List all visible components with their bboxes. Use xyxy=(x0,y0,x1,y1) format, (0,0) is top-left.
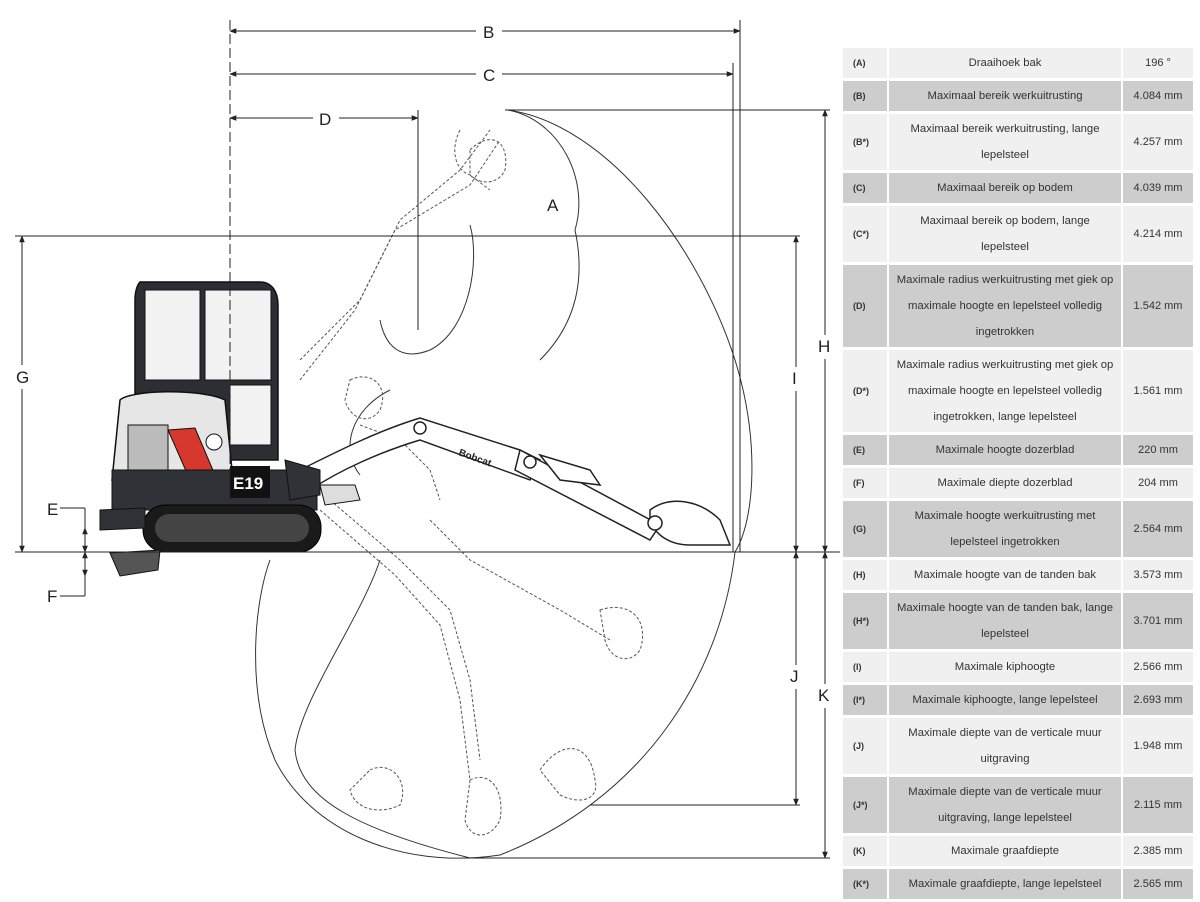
spec-value: 4.257 mm xyxy=(1121,114,1193,170)
spec-code: (B*) xyxy=(843,114,887,170)
working-range-envelope xyxy=(255,109,753,859)
spec-value: 4.214 mm xyxy=(1121,206,1193,262)
spec-label: Maximale graafdiepte xyxy=(887,836,1121,866)
spec-label: Maximale kiphoogte, lange lepelsteel xyxy=(887,685,1121,715)
spec-code: (D) xyxy=(843,265,887,347)
label-I: I xyxy=(792,369,797,388)
spec-row: (C*)Maximaal bereik op bodem, lange lepe… xyxy=(843,206,1193,262)
spec-code: (I) xyxy=(843,652,887,682)
label-K: K xyxy=(818,686,830,705)
excavator-dimension-diagram: Bobcat E19 xyxy=(12,20,840,859)
spec-row: (D*)Maximale radius werkuitrusting met g… xyxy=(843,350,1193,432)
spec-value: 4.084 mm xyxy=(1121,81,1193,111)
spec-value: 196 ° xyxy=(1121,48,1193,78)
spec-code: (A) xyxy=(843,48,887,78)
spec-label: Maximale hoogte van de tanden bak xyxy=(887,560,1121,590)
spec-label: Maximaal bereik werkuitrusting, lange le… xyxy=(887,114,1121,170)
spec-value: 2.564 mm xyxy=(1121,501,1193,557)
spec-value: 2.566 mm xyxy=(1121,652,1193,682)
spec-code: (C) xyxy=(843,173,887,203)
label-B: B xyxy=(483,23,494,42)
excavator-body: E19 xyxy=(99,281,361,577)
spec-label: Maximaal bereik op bodem, lange lepelste… xyxy=(887,206,1121,262)
spec-value: 4.039 mm xyxy=(1121,173,1193,203)
spec-code: (B) xyxy=(843,81,887,111)
spec-row: (J*)Maximale diepte van de verticale muu… xyxy=(843,777,1193,833)
spec-label: Maximaal bereik op bodem xyxy=(887,173,1121,203)
label-G: G xyxy=(16,368,29,387)
spec-value: 2.693 mm xyxy=(1121,685,1193,715)
spec-label: Maximale hoogte van de tanden bak, lange… xyxy=(887,593,1121,649)
spec-label: Maximale radius werkuitrusting met giek … xyxy=(887,350,1121,432)
spec-value: 1.542 mm xyxy=(1121,265,1193,347)
spec-label: Maximale diepte dozerblad xyxy=(887,468,1121,498)
label-H: H xyxy=(818,337,830,356)
spec-code: (K*) xyxy=(843,869,887,899)
label-E: E xyxy=(47,500,58,519)
spec-code: (F) xyxy=(843,468,887,498)
spec-row: (H*)Maximale hoogte van de tanden bak, l… xyxy=(843,593,1193,649)
dimension-labels: B C D A G H I J K E F xyxy=(12,20,836,708)
spec-label: Maximaal bereik werkuitrusting xyxy=(887,81,1121,111)
model-badge-text: E19 xyxy=(233,474,263,493)
spec-value: 2.565 mm xyxy=(1121,869,1193,899)
spec-value: 3.573 mm xyxy=(1121,560,1193,590)
label-F: F xyxy=(47,587,57,606)
spec-row: (D)Maximale radius werkuitrusting met gi… xyxy=(843,265,1193,347)
spec-label: Draaihoek bak xyxy=(887,48,1121,78)
label-J: J xyxy=(790,667,799,686)
spec-code: (I*) xyxy=(843,685,887,715)
spec-code: (D*) xyxy=(843,350,887,432)
spec-row: (B*)Maximaal bereik werkuitrusting, lang… xyxy=(843,114,1193,170)
spec-value: 3.701 mm xyxy=(1121,593,1193,649)
label-C: C xyxy=(483,66,495,85)
spec-code: (E) xyxy=(843,435,887,465)
spec-label: Maximale diepte van de verticale muur ui… xyxy=(887,777,1121,833)
spec-value: 220 mm xyxy=(1121,435,1193,465)
spec-value: 2.115 mm xyxy=(1121,777,1193,833)
spec-code: (J*) xyxy=(843,777,887,833)
spec-row: (I*)Maximale kiphoogte, lange lepelsteel… xyxy=(843,685,1193,715)
spec-code: (K) xyxy=(843,836,887,866)
spec-row: (G)Maximale hoogte werkuitrusting met le… xyxy=(843,501,1193,557)
label-D: D xyxy=(319,110,331,129)
spec-row: (J)Maximale diepte van de verticale muur… xyxy=(843,718,1193,774)
spec-label: Maximale hoogte werkuitrusting met lepel… xyxy=(887,501,1121,557)
spec-value: 2.385 mm xyxy=(1121,836,1193,866)
spec-label: Maximale graafdiepte, lange lepelsteel xyxy=(887,869,1121,899)
spec-label: Maximale hoogte dozerblad xyxy=(887,435,1121,465)
spec-label: Maximale kiphoogte xyxy=(887,652,1121,682)
spec-value: 1.948 mm xyxy=(1121,718,1193,774)
ghost-boom-positions xyxy=(299,129,644,836)
spec-value: 1.561 mm xyxy=(1121,350,1193,432)
spec-value: 204 mm xyxy=(1121,468,1193,498)
spec-row: (K*)Maximale graafdiepte, lange lepelste… xyxy=(843,869,1193,899)
spec-label: Maximale diepte van de verticale muur ui… xyxy=(887,718,1121,774)
spec-code: (G) xyxy=(843,501,887,557)
boom-arm xyxy=(298,417,732,546)
spec-code: (C*) xyxy=(843,206,887,262)
spec-label: Maximale radius werkuitrusting met giek … xyxy=(887,265,1121,347)
label-A: A xyxy=(547,196,559,215)
spec-code: (H) xyxy=(843,560,887,590)
spec-code: (J) xyxy=(843,718,887,774)
spec-code: (H*) xyxy=(843,593,887,649)
